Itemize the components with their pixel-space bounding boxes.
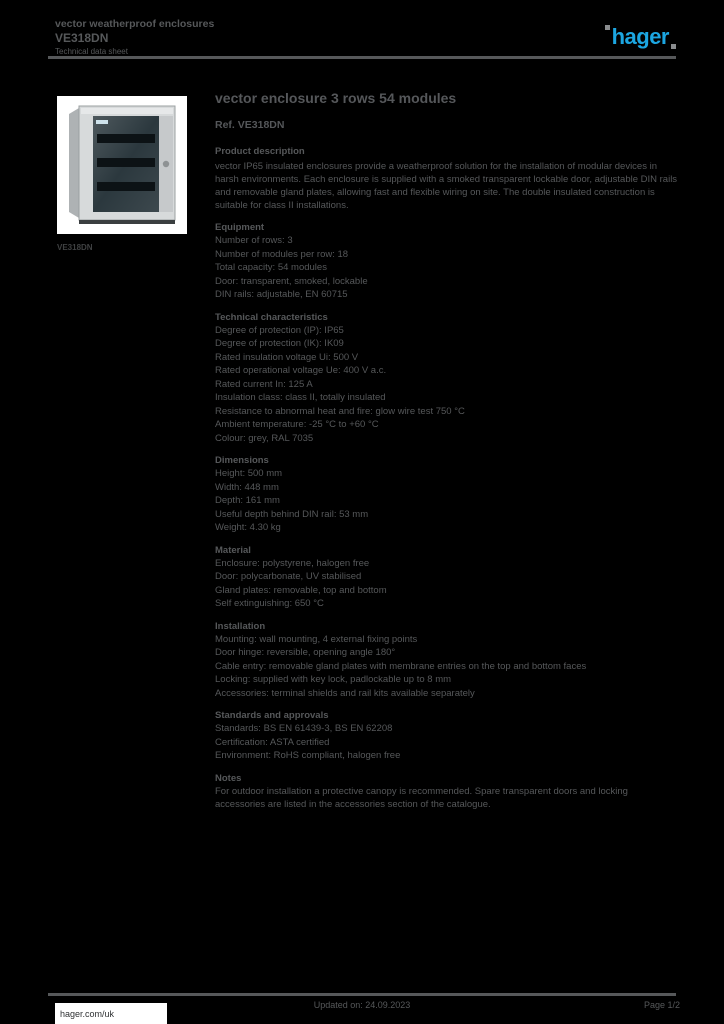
main-column: vector enclosure 3 rows 54 modules Ref. … [215,90,680,812]
product-photo [57,96,187,234]
spec-row: Self extinguishing: 650 °C [215,598,324,609]
spec-row: Weight: 4.30 kg [215,522,281,533]
spec-row: Number of rows: 3 [215,235,293,246]
spec-row: Number of modules per row: 18 [215,248,349,260]
spec-row: Height: 500 mm [215,468,283,479]
header-divider [48,56,676,59]
photo-caption: VE318DN [57,243,93,252]
spec-row: Gland plates: removable, top and bottom [215,584,387,596]
section-title: Installation [215,620,266,632]
spec-row: Door: transparent, smoked, lockable [215,275,368,287]
spec-row: Environment: RoHS compliant, halogen fre… [215,750,401,761]
spec-row: Rated insulation voltage Ui: 500 V [215,351,359,363]
footer-link-box[interactable]: hager.com/uk [55,1003,167,1024]
section-text: For outdoor installation a protective ca… [215,785,628,811]
footer-link[interactable]: hager.com/uk [60,1008,115,1019]
spec-row: Degree of protection (IK): IK09 [215,338,344,349]
section-title: Material [215,544,251,556]
section-title: Dimensions [215,455,269,466]
spec-row: Ambient temperature: -25 °C to +60 °C [215,419,379,430]
section-title: Technical characteristics [215,311,328,323]
spec-row: Accessories: terminal shields and rail k… [215,687,475,699]
spec-row: Total capacity: 54 modules [215,262,327,273]
header-reference: VE318DN [55,31,109,45]
spec-row: Colour: grey, RAL 7035 [215,432,314,444]
spec-row: Width: 448 mm [215,481,279,493]
spec-row: Mounting: wall mounting, 4 external fixi… [215,633,418,645]
spec-row: Resistance to abnormal heat and fire: gl… [215,405,465,417]
spec-row: Enclosure: polystyrene, halogen free [215,557,370,569]
spec-row: Depth: 161 mm [215,495,280,506]
spec-row: Rated current In: 125 A [215,378,313,390]
footer-page-number: Page 1/2 [643,1000,680,1010]
page-title: vector enclosure 3 rows 54 modules [215,90,457,106]
logo-mark-icon [604,25,610,30]
header-doc-type: Technical data sheet [55,47,128,56]
spec-row: Insulation class: class II, totally insu… [215,392,386,403]
spec-row: Useful depth behind DIN rail: 53 mm [215,508,369,520]
reference-line: Ref. VE318DN [215,119,285,131]
spec-row: DIN rails: adjustable, EN 60715 [215,289,348,300]
section-title: Equipment [215,222,265,233]
enclosure-image [69,105,176,224]
description-heading: Product description [215,146,305,157]
logo-mark-icon [671,44,676,49]
description-text: vector IP65 insulated enclosures provide… [215,161,678,211]
spec-row: Door: polycarbonate, UV stabilised [215,571,362,582]
spec-row: Degree of protection (IP): IP65 [215,324,344,336]
footer-updated: Updated on: 24.09.2023 [313,1000,411,1010]
header: vector weatherproof enclosures VE318DN T… [55,18,575,57]
section-title: Standards and approvals [215,710,329,721]
spec-row: Rated operational voltage Ue: 400 V a.c. [215,365,387,376]
spec-row: Door hinge: reversible, opening angle 18… [215,647,396,658]
hager-logo: hager [604,24,676,50]
footer-divider [48,993,676,996]
spec-row: Standards: BS EN 61439-3, BS EN 62208 [215,723,393,734]
header-product-family: vector weatherproof enclosures [55,18,215,30]
spec-row: Certification: ASTA certified [215,736,330,748]
logo-text: hager [611,24,670,49]
spec-row: Locking: supplied with key lock, padlock… [215,674,452,685]
spec-row: Cable entry: removable gland plates with… [215,660,587,672]
section-title: Notes [215,772,242,784]
